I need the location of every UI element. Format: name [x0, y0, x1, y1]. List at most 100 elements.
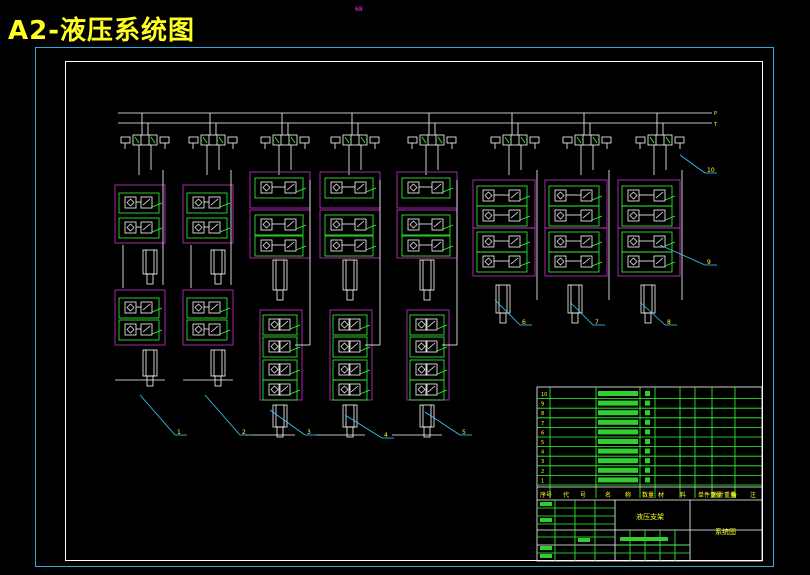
valve-unit	[476, 251, 531, 273]
check-valve-symbol	[484, 237, 493, 246]
relief-arrow	[433, 220, 442, 228]
valve-block	[548, 205, 600, 227]
parts-row-number: 8	[541, 411, 544, 417]
valve-unit	[548, 185, 603, 207]
check-valve-symbol	[126, 198, 135, 207]
valve-body	[419, 134, 445, 146]
drawing-name: 液压支架	[636, 512, 664, 521]
quantity-mark	[645, 410, 650, 416]
outer-frame	[35, 47, 774, 567]
valve-block	[254, 214, 304, 236]
directional-valve	[330, 113, 380, 149]
check-valve	[192, 323, 205, 336]
valve-unit	[262, 359, 301, 381]
check-valve	[260, 181, 273, 194]
valve-unit	[409, 359, 448, 381]
check-valve-symbol	[126, 223, 135, 232]
valve-unit	[186, 319, 231, 341]
spring-symbol	[436, 369, 448, 375]
relief-valve	[354, 181, 367, 194]
spring-symbol	[151, 227, 163, 233]
valve-block	[409, 379, 445, 401]
spring-symbol	[289, 389, 301, 395]
spring-symbol	[664, 195, 676, 201]
relief-valve	[208, 221, 221, 234]
check-valve-symbol	[340, 385, 349, 394]
check-valve	[554, 189, 567, 202]
circuit-column	[544, 113, 612, 324]
valve-block	[254, 235, 304, 257]
valve-block	[332, 336, 368, 358]
valve-unit	[262, 314, 301, 336]
spring-symbol	[295, 224, 307, 230]
valve-block	[548, 251, 600, 273]
check-valve-symbol	[262, 183, 271, 192]
control-module	[329, 309, 373, 401]
check-valve-symbol	[409, 183, 418, 192]
relief-valve	[431, 218, 444, 231]
part-name-bar	[598, 391, 638, 396]
check-valve	[415, 340, 428, 353]
valve-unit	[262, 336, 301, 358]
valve-body	[200, 134, 226, 146]
check-valve	[330, 218, 343, 231]
valve-body	[272, 134, 298, 146]
valve-unit	[324, 177, 377, 199]
relief-valve	[508, 209, 521, 222]
relief-arrow	[350, 385, 359, 393]
check-valve	[268, 383, 281, 396]
check-valve-symbol	[556, 237, 565, 246]
piston-rod	[571, 312, 579, 324]
relief-arrow	[356, 183, 365, 191]
spring-symbol	[219, 202, 231, 208]
piston-rod	[214, 273, 222, 285]
check-valve-symbol	[126, 303, 135, 312]
valve-block	[118, 192, 160, 214]
valve-actuator-left	[490, 136, 501, 144]
directional-valve	[120, 113, 170, 149]
check-valve	[338, 383, 351, 396]
hydraulic-cylinder	[272, 259, 288, 301]
sign-field	[578, 538, 590, 542]
control-module	[114, 184, 166, 244]
valve-arrow	[290, 136, 296, 144]
valve-arrow	[421, 136, 427, 144]
valve-unit	[324, 214, 377, 236]
spring-symbol	[219, 329, 231, 335]
part-name-bar	[598, 410, 638, 416]
valve-arrow	[134, 136, 140, 144]
piston-rod	[346, 426, 354, 438]
valve-body	[342, 134, 368, 146]
check-valve-symbol	[409, 220, 418, 229]
valve-unit	[186, 192, 231, 214]
relief-arrow	[427, 385, 436, 393]
check-valve-symbol	[417, 365, 426, 374]
piston-rod	[423, 426, 431, 438]
check-valve-symbol	[262, 241, 271, 250]
spring-symbol	[289, 324, 301, 330]
callout-leader	[494, 299, 521, 326]
check-valve-symbol	[270, 320, 279, 329]
valve-block	[186, 319, 228, 341]
callout-number: 5	[462, 429, 466, 436]
hydraulic-cylinder	[210, 349, 226, 387]
control-module	[617, 179, 681, 229]
relief-arrow	[356, 241, 365, 249]
relief-valve	[580, 189, 593, 202]
valve-unit	[332, 359, 371, 381]
valve-unit	[548, 251, 603, 273]
check-valve	[407, 218, 420, 231]
valve-actuator-left	[562, 136, 573, 144]
callout-number: 2	[242, 429, 246, 436]
relief-valve	[348, 383, 361, 396]
check-valve	[260, 239, 273, 252]
piston-rod	[276, 426, 284, 438]
check-valve	[482, 209, 495, 222]
parts-row-number: 7	[541, 421, 544, 427]
relief-valve	[354, 239, 367, 252]
callout-number: 6	[522, 319, 526, 326]
check-valve	[268, 318, 281, 331]
check-valve	[192, 221, 205, 234]
header-cell: 数量	[642, 491, 654, 499]
relief-arrow	[427, 365, 436, 373]
